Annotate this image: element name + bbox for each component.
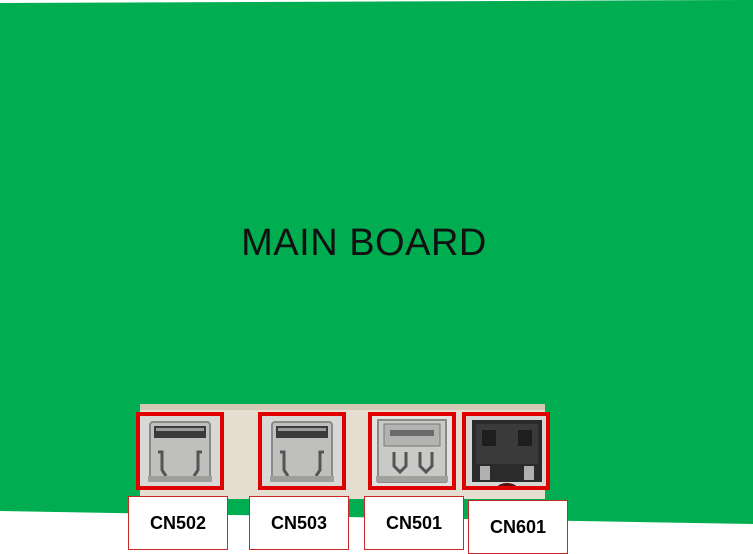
highlight-frame [368,412,456,490]
connector-cn502 [136,412,224,490]
connector-cn601 [462,412,550,490]
board-surface [0,0,753,524]
board-title: MAIN BOARD [241,222,487,264]
connector-cn503 [258,412,346,490]
label-cn501: CN501 [364,496,464,550]
highlight-frame [136,412,224,490]
audio-jack-icon [466,416,546,490]
displayport-icon [372,416,452,486]
connector-strip-shadow [140,404,545,410]
highlight-frame [462,412,550,490]
label-cn502: CN502 [128,496,228,550]
connector-cn501 [368,412,456,490]
highlight-frame [258,412,346,490]
hdmi-port-icon [140,416,220,486]
hdmi-port-icon [262,416,342,486]
label-cn503: CN503 [249,496,349,550]
label-cn601: CN601 [468,500,568,554]
